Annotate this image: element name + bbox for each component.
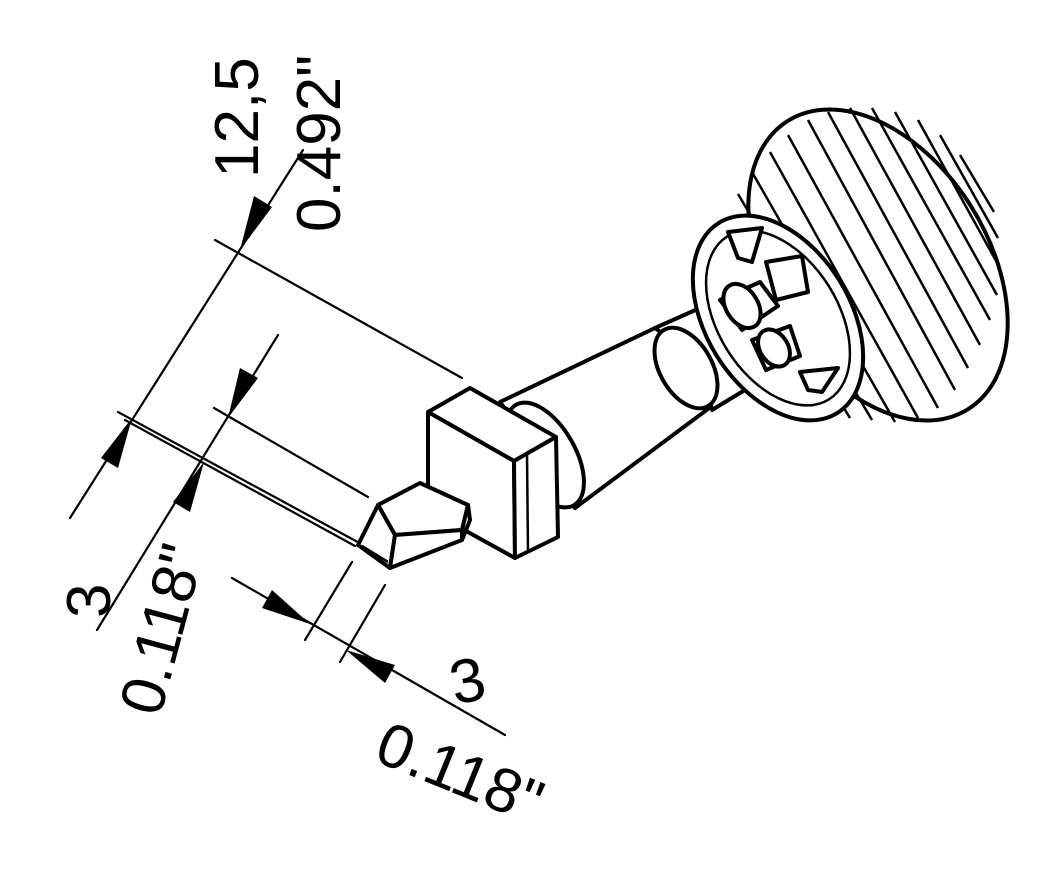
arrow-thickness-bottom	[173, 462, 204, 512]
dimension-width-inch: 0.118"	[367, 709, 553, 838]
dimension-length-inch: 0.492"	[285, 55, 354, 232]
extension-line-length-bottom	[116, 410, 367, 548]
tip-chisel-blade	[356, 481, 472, 570]
dimension-thickness-mm: 3	[55, 584, 124, 618]
arrow-thickness-top	[228, 368, 258, 418]
dimension-width-mm: 3	[444, 644, 492, 719]
arrow-length-bottom	[101, 418, 132, 468]
extension-line-thickness-top	[212, 406, 370, 499]
dimension-thickness: 3 0.118"	[55, 333, 370, 722]
extension-line-thickness-bottom	[123, 418, 357, 548]
arrow-length-top	[240, 196, 272, 250]
arrow-width-right	[346, 650, 395, 683]
dimension-width: 3 0.118"	[230, 560, 553, 838]
tip-knurled-knob	[690, 107, 1010, 423]
extension-line-length-top	[213, 238, 464, 380]
dimension-length-mm: 12,5	[203, 57, 272, 178]
arrow-width-left	[262, 590, 310, 624]
extension-line-width-left	[303, 560, 354, 642]
tip-body	[356, 107, 1010, 570]
dimension-length: 12,5 0.492"	[68, 55, 464, 548]
extension-line-width-right	[338, 583, 387, 664]
dimension-thickness-inch: 0.118"	[107, 537, 218, 722]
